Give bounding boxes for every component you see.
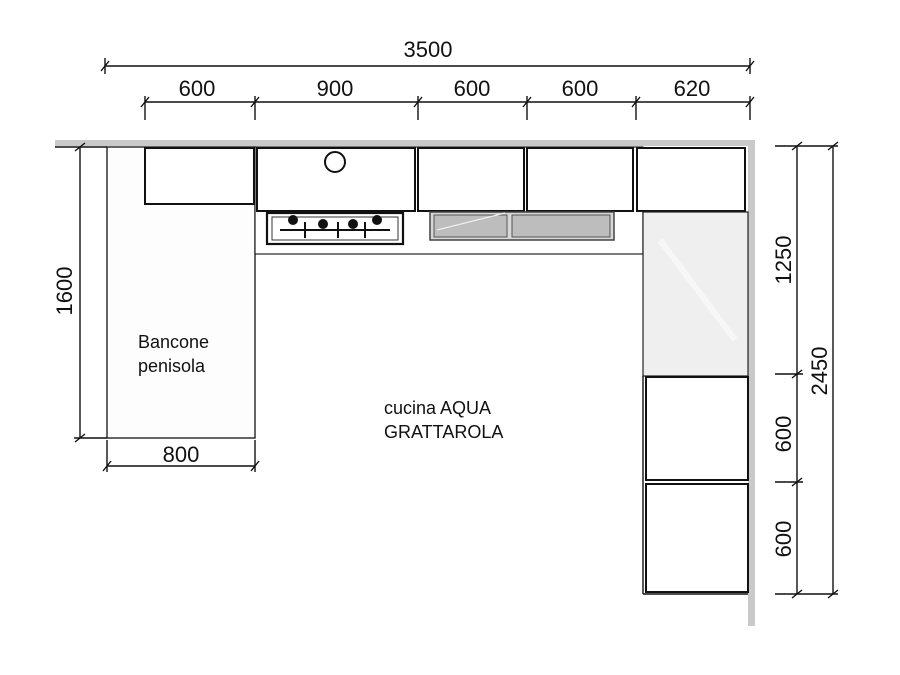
dimension-right-600-b: 600	[771, 521, 796, 558]
cooktop-icon	[265, 211, 405, 246]
walls	[55, 140, 755, 626]
peninsula-label-line1: Bancone	[138, 332, 209, 352]
dimension-peninsula-width: 800	[163, 442, 200, 467]
dimension-segment-4: 600	[562, 76, 599, 101]
right-wall	[748, 140, 755, 626]
hood-icon	[324, 151, 346, 173]
right-worktop	[642, 211, 749, 377]
top-counter	[144, 146, 746, 255]
peninsula-label-line2: penisola	[138, 356, 206, 376]
dimension-right-1250: 1250	[771, 236, 796, 285]
dimension-segment-2: 900	[317, 76, 354, 101]
kitchen-label-line2: GRATTAROLA	[384, 422, 503, 442]
kitchen-label-line1: cucina AQUA	[384, 398, 491, 418]
upper-cabinet-2	[256, 147, 416, 212]
upper-cabinet-1	[144, 147, 255, 205]
upper-cabinet-5	[636, 147, 746, 212]
dimension-lines	[74, 58, 839, 599]
dimension-total-width: 3500	[404, 37, 453, 62]
dimension-segment-1: 600	[179, 76, 216, 101]
dimension-segment-5: 620	[674, 76, 711, 101]
tall-cabinet-2	[645, 483, 749, 593]
upper-cabinet-3	[417, 147, 525, 212]
upper-cabinet-4	[526, 147, 634, 212]
tall-cabinet-1	[645, 376, 749, 481]
back-wall	[55, 140, 755, 146]
dimension-right-total: 2450	[807, 347, 832, 396]
dimension-peninsula-length: 1600	[52, 267, 77, 316]
dimension-right-600-a: 600	[771, 416, 796, 453]
dimension-segment-3: 600	[454, 76, 491, 101]
right-column	[642, 211, 749, 595]
sink-icon	[429, 211, 615, 241]
